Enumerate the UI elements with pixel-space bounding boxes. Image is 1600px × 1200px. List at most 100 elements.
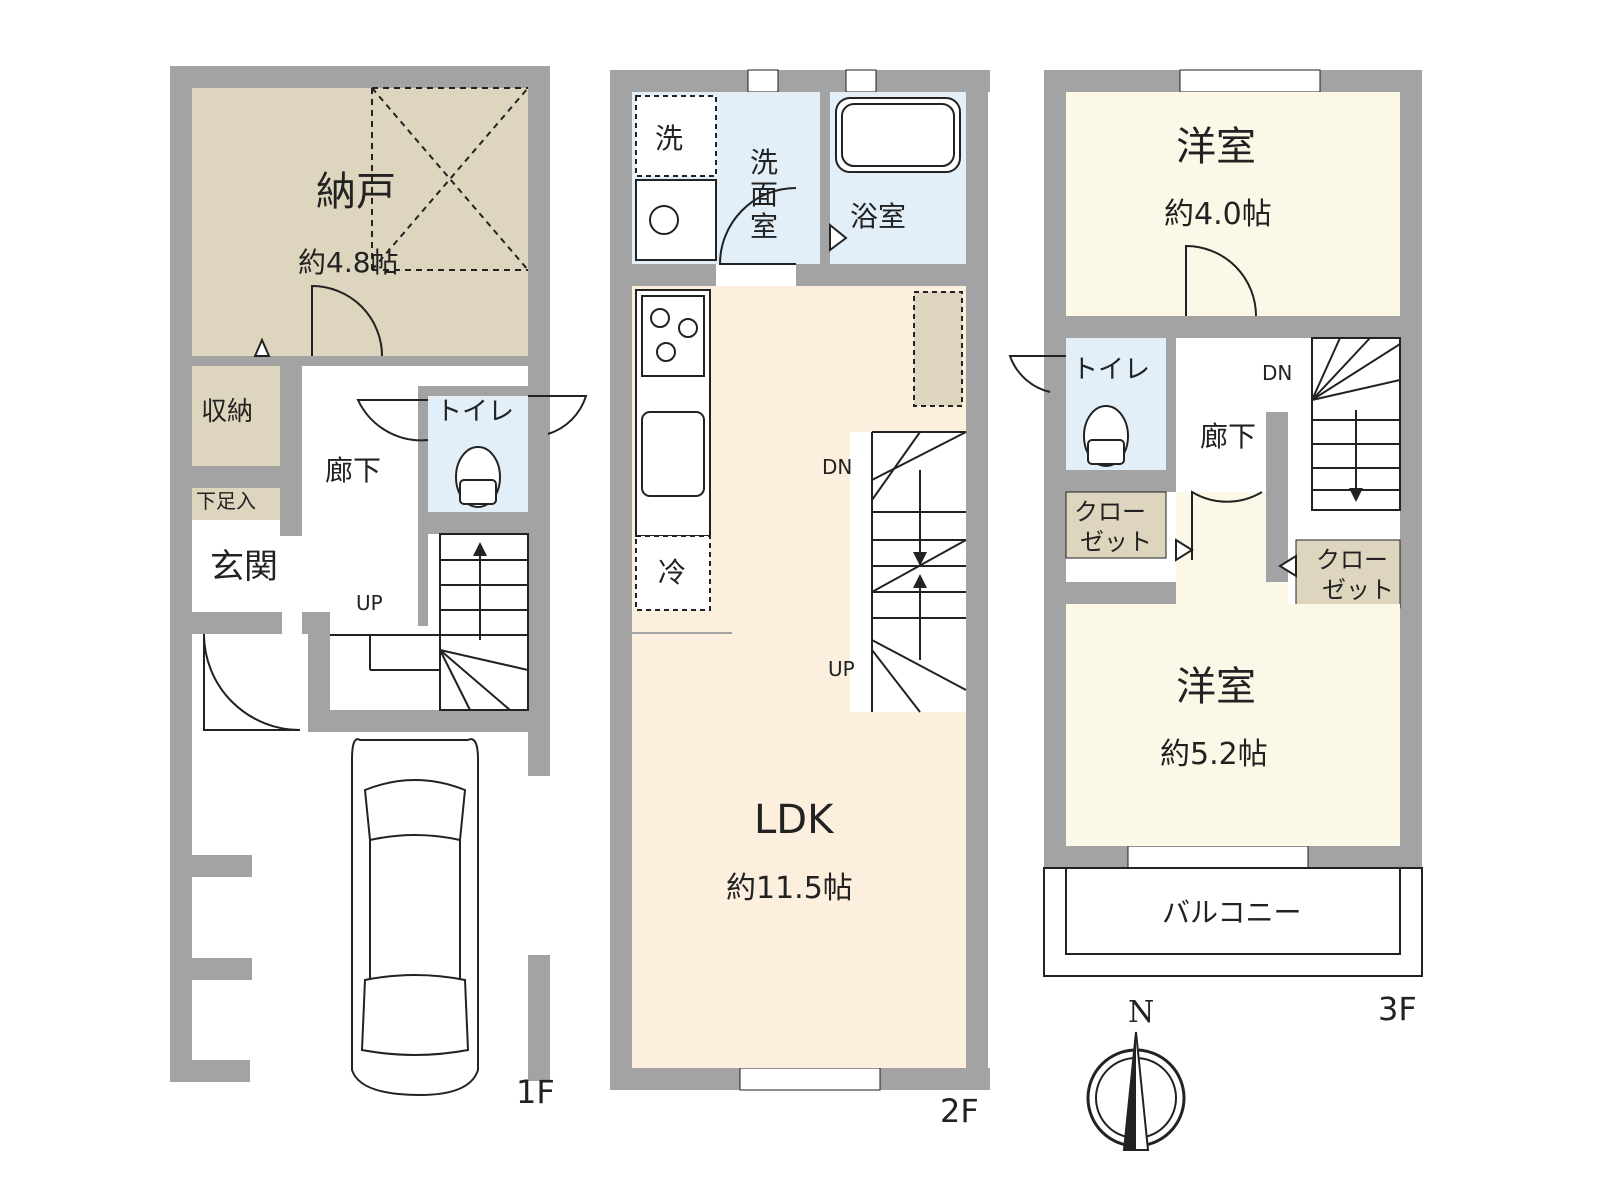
room2-name: 洋室 bbox=[1176, 664, 1256, 710]
closet-right-label-2: ゼット bbox=[1322, 576, 1394, 604]
wall bbox=[1166, 338, 1176, 492]
wall bbox=[632, 264, 966, 286]
window bbox=[1179, 69, 1321, 93]
entrance-label: 玄関 bbox=[210, 547, 278, 587]
up-label: UP bbox=[828, 657, 855, 681]
toilet-label: トイレ bbox=[436, 397, 514, 427]
nando-loft-lines bbox=[371, 87, 529, 271]
wall bbox=[1266, 412, 1288, 630]
ldk-name: LDK bbox=[754, 797, 835, 843]
closet-door-marker bbox=[253, 337, 271, 357]
wall bbox=[170, 66, 192, 1081]
shoe-storage bbox=[192, 488, 280, 520]
shoe-storage-label: 下足入 bbox=[196, 489, 256, 513]
washroom-label-3: 室 bbox=[750, 210, 778, 243]
door-swings bbox=[203, 284, 588, 731]
stairs-up-arrow-icon bbox=[913, 574, 927, 588]
door-swing bbox=[718, 187, 797, 265]
wall bbox=[192, 855, 252, 877]
closet-door-marker bbox=[1175, 538, 1194, 562]
wall bbox=[170, 1060, 250, 1082]
wall bbox=[308, 710, 550, 732]
bathtub-inner bbox=[841, 103, 955, 167]
kitchen-sink-icon bbox=[641, 411, 705, 497]
washer-space bbox=[635, 95, 717, 177]
wall bbox=[1066, 316, 1400, 338]
wall bbox=[192, 356, 528, 366]
floor-2f: 洗 洗 面 室 浴室 冷 DN UP LDK 約11.5帖 2F bbox=[610, 69, 990, 1130]
nando-room bbox=[192, 88, 528, 356]
window bbox=[1127, 845, 1309, 869]
closet-left-label-1: クロー bbox=[1074, 498, 1146, 526]
bath-door-marker bbox=[829, 222, 848, 252]
wall bbox=[632, 632, 732, 634]
washroom-label-1: 洗 bbox=[750, 146, 778, 179]
up-label: UP bbox=[356, 591, 383, 615]
closet-left bbox=[1065, 491, 1167, 559]
sink-icon bbox=[649, 205, 679, 235]
wall bbox=[820, 92, 830, 286]
floor-1f: 納戸 約4.8帖 収納 廊下 トイレ 下足入 玄関 UP 1F bbox=[170, 66, 588, 1111]
shuno-label: 収納 bbox=[201, 397, 253, 427]
burner-icon bbox=[678, 318, 698, 338]
door-swings bbox=[1008, 244, 1263, 560]
window bbox=[845, 69, 877, 93]
stairs-1f bbox=[330, 533, 529, 711]
wall bbox=[170, 66, 550, 88]
car-icon bbox=[351, 738, 479, 1097]
closet-left-label-2: ゼット bbox=[1080, 528, 1152, 556]
stairs-arrow-icon bbox=[1349, 488, 1363, 502]
toilet-fixture-icon bbox=[455, 446, 501, 508]
floor-3f: 洋室 約4.0帖 トイレ DN 廊下 クロー ゼット クロー ゼット 洋室 約5… bbox=[1008, 69, 1423, 1028]
washer-label: 洗 bbox=[655, 122, 683, 155]
bedroom-2 bbox=[1066, 604, 1400, 846]
toilet-label: トイレ bbox=[1072, 355, 1150, 385]
stairs-3f bbox=[1311, 337, 1401, 511]
wall bbox=[610, 70, 990, 92]
stairs-arrow-icon bbox=[473, 542, 487, 556]
room1-name: 洋室 bbox=[1176, 124, 1256, 170]
fridge-label: 冷 bbox=[658, 556, 686, 589]
window bbox=[747, 69, 779, 93]
toilet-fixture-icon bbox=[1083, 405, 1129, 467]
wall bbox=[418, 386, 428, 626]
washroom-label-2: 面 bbox=[750, 178, 778, 211]
floor-label-2f: 2F bbox=[940, 1092, 979, 1130]
stairs-2f bbox=[871, 431, 967, 713]
sink-cabinet bbox=[635, 179, 717, 261]
window bbox=[739, 1067, 881, 1091]
wall bbox=[308, 612, 330, 732]
burner-icon bbox=[656, 342, 676, 362]
bedroom-2-nook bbox=[1176, 582, 1288, 608]
wall bbox=[966, 70, 988, 1090]
fridge-space bbox=[635, 535, 711, 611]
north-label: N bbox=[1128, 995, 1154, 1030]
floor-label-3f: 3F bbox=[1378, 990, 1417, 1028]
wall bbox=[528, 955, 550, 1081]
room2-size: 約5.2帖 bbox=[1160, 737, 1268, 772]
wall bbox=[1400, 70, 1422, 868]
shuno-closet bbox=[192, 366, 280, 466]
stairs-down-arrow-icon bbox=[913, 552, 927, 566]
hall-nook bbox=[1176, 492, 1266, 582]
wall bbox=[1066, 582, 1176, 604]
bathtub-icon bbox=[835, 97, 961, 173]
balcony-inner bbox=[1065, 867, 1401, 955]
dn-label: DN bbox=[1262, 361, 1292, 385]
closet-right bbox=[1295, 539, 1401, 609]
wall bbox=[428, 512, 528, 534]
wall bbox=[528, 66, 550, 776]
wall bbox=[280, 356, 302, 536]
room1-size: 約4.0帖 bbox=[1164, 197, 1272, 232]
floor-label-1f: 1F bbox=[516, 1073, 555, 1111]
closet-door-marker bbox=[1278, 554, 1297, 578]
hallway-label: 廊下 bbox=[325, 454, 381, 487]
stove-icon bbox=[641, 295, 705, 377]
burner-icon bbox=[650, 308, 670, 328]
dn-label: DN bbox=[822, 455, 852, 479]
compass-icon: N bbox=[1086, 995, 1186, 1151]
nando-size: 約4.8帖 bbox=[298, 246, 399, 279]
wall bbox=[192, 958, 252, 980]
wall bbox=[1044, 70, 1066, 868]
